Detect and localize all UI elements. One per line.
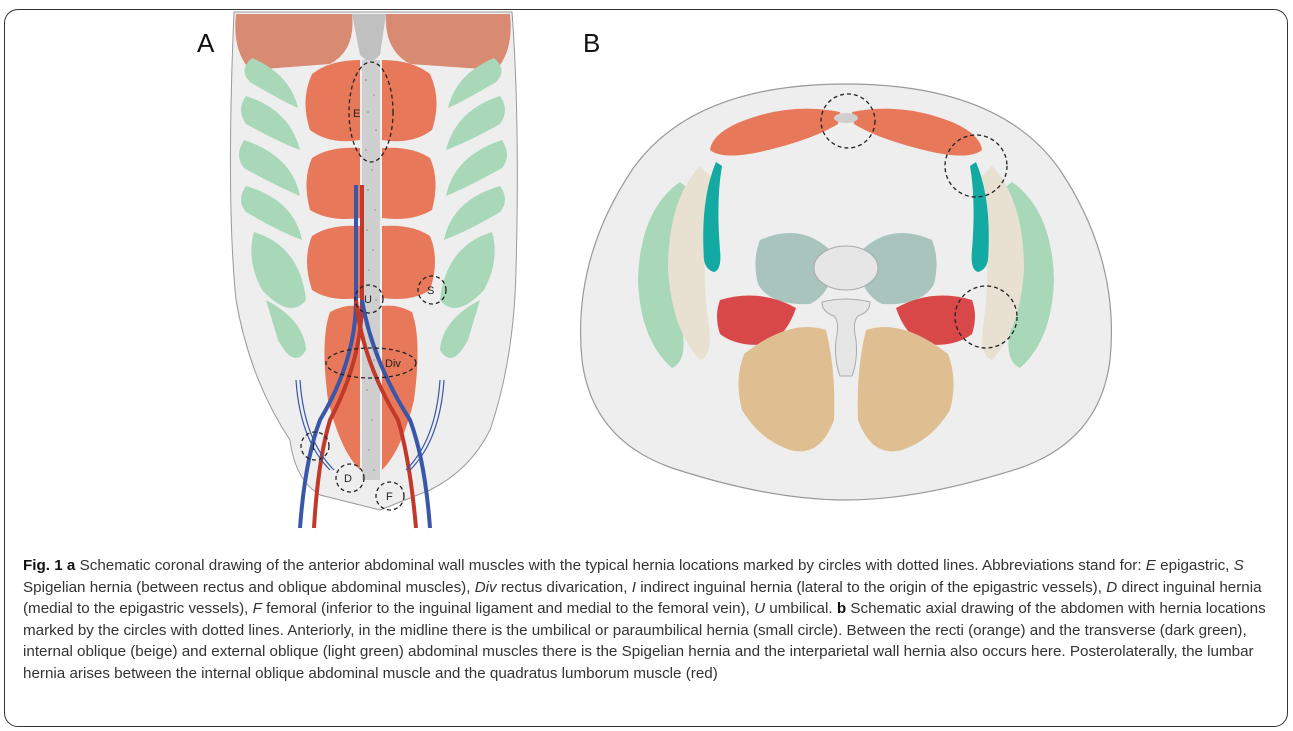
caption-abbr-e-text: epigastric,	[1160, 557, 1229, 574]
caption-abbr-u-text: umbilical.	[769, 600, 832, 617]
panel-a-drawing: E S U Div I D F	[230, 12, 517, 528]
caption-abbr-f: F	[253, 600, 262, 617]
label-div: Div	[385, 358, 401, 370]
label-d: D	[344, 473, 352, 485]
caption-abbr-u: U	[754, 600, 765, 617]
caption-abbr-i-text: indirect inguinal hernia (lateral to the…	[640, 579, 1102, 596]
caption-abbr-e: E	[1146, 557, 1156, 574]
caption-abbr-d: D	[1106, 579, 1117, 596]
caption-abbr-i: I	[632, 579, 636, 596]
caption-a-text: Schematic coronal drawing of the anterio…	[80, 557, 1142, 574]
caption-abbr-s: S	[1234, 557, 1244, 574]
vertebral-body	[814, 246, 878, 290]
caption-b-label: b	[837, 600, 846, 617]
label-u: U	[364, 294, 372, 306]
caption-abbr-s-text: Spigelian hernia (between rectus and obl…	[23, 579, 470, 596]
label-i: I	[312, 441, 315, 453]
label-e: E	[353, 108, 360, 120]
figure-caption: Fig. 1 a Schematic coronal drawing of th…	[23, 555, 1273, 684]
caption-abbr-div-text: rectus divarication,	[501, 579, 628, 596]
linea-alba-axial	[834, 113, 858, 123]
linea-alba	[362, 60, 380, 480]
label-s: S	[427, 285, 434, 297]
caption-abbr-div: Div	[475, 579, 497, 596]
caption-fig-label: Fig. 1	[23, 557, 63, 574]
caption-abbr-f-text: femoral (inferior to the inguinal ligame…	[266, 600, 750, 617]
panel-b-drawing	[581, 84, 1112, 500]
label-f: F	[386, 491, 393, 503]
caption-a-label: a	[67, 557, 75, 574]
